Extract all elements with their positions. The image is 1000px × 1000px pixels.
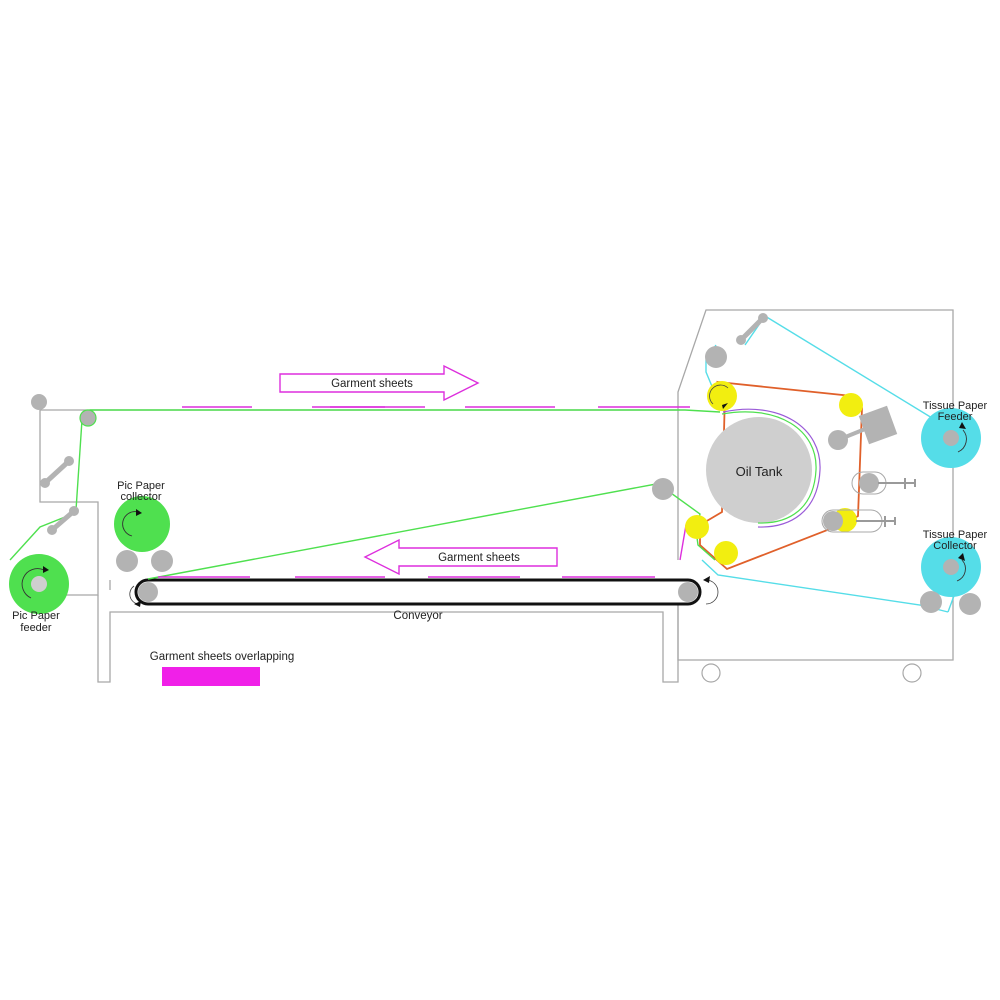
tissue-nip-roller-left xyxy=(920,591,942,613)
garment-sheets-right-arrow-icon xyxy=(279,364,480,402)
pic-paper-feeder-label-line1: Pic Paper xyxy=(12,610,60,622)
pic-paper-top-roller xyxy=(79,409,97,427)
tissue-feeder-arrowhead-icon xyxy=(959,422,966,429)
tissue-paper-collector-label-line1: Tissue Paper xyxy=(923,529,988,541)
heater-roller-top-right xyxy=(839,393,863,417)
pic-paper-collector-roll xyxy=(114,496,170,552)
tension-arm-right xyxy=(736,313,768,345)
pic-paper-collector-arrowhead-icon xyxy=(136,509,142,516)
wheel-left xyxy=(701,663,721,683)
pressure-cylinder-middle xyxy=(851,471,916,495)
heater-roller-left xyxy=(685,515,709,539)
oil-tank-label: Oil Tank xyxy=(736,464,783,479)
tension-arm-lower xyxy=(47,506,79,535)
conveyor-arrow-right-icon xyxy=(703,576,710,583)
pic-paper-feeder-label-line2: feeder xyxy=(20,622,52,634)
tension-arm-upper xyxy=(40,456,74,488)
garment-sheets-left-arrow-icon xyxy=(363,538,558,576)
pic-paper-collector-label-line1: Pic Paper xyxy=(117,480,165,492)
pressure-cylinder-upper xyxy=(828,405,898,450)
conveyor-belt xyxy=(134,578,702,606)
pic-paper-feeder-core xyxy=(31,576,47,592)
garment-sheets-bottom-label: Garment sheets xyxy=(438,552,520,564)
wheel-right xyxy=(902,663,922,683)
tissue-paper-collector-label-line2: Collector xyxy=(933,540,977,552)
tissue-guide-roller-top xyxy=(705,346,727,368)
return-guide-roller xyxy=(652,478,674,500)
tissue-paper-feeder-label-line2: Feeder xyxy=(938,411,973,423)
tissue-feeder-rotation-icon xyxy=(957,429,967,453)
collector-nip-roller-left xyxy=(116,550,138,572)
collector-nip-roller-right xyxy=(151,550,173,572)
oil-tank-drum xyxy=(706,417,812,523)
conveyor-roller-left xyxy=(138,582,158,602)
top-left-guide-roller xyxy=(31,394,47,410)
conveyor-arrow-left-icon xyxy=(134,601,141,607)
right-machine-frame xyxy=(677,309,954,661)
tissue-paper-collector-core xyxy=(943,559,959,575)
conveyor-label: Conveyor xyxy=(393,610,442,622)
heater-roller-arrowhead-icon xyxy=(722,403,728,409)
tissue-nip-roller-right xyxy=(959,593,981,615)
tissue-collector-rotation-icon xyxy=(956,559,966,582)
oil-tank-wrap-green xyxy=(721,411,817,524)
conveyor-roller-right xyxy=(678,582,698,602)
heater-roller-bottom-left xyxy=(714,541,738,565)
tissue-paper-feeder-core xyxy=(943,430,959,446)
pic-paper-collector-label-line2: collector xyxy=(121,491,162,503)
conveyor-rotation-right-icon xyxy=(705,579,719,605)
garment-sheets-bottom xyxy=(158,524,687,578)
pic-paper-path xyxy=(9,409,721,580)
tissue-paper-feeder-label-line1: Tissue Paper xyxy=(923,400,988,412)
pressure-cylinder-lower xyxy=(821,509,896,533)
heater-roller-top-left xyxy=(707,381,737,411)
oil-tank-wrap-lines xyxy=(722,408,821,528)
tissue-collector-arrowhead-icon xyxy=(958,553,965,561)
garment-sheets-top-label: Garment sheets xyxy=(331,378,413,390)
pic-paper-feeder-rotation-icon xyxy=(21,568,45,599)
pic-paper-feeder-arrowhead-icon xyxy=(43,566,49,573)
heater-roller-rotation-icon xyxy=(709,384,729,405)
legend-swatch xyxy=(162,667,260,686)
pic-paper-collector-rotation-icon xyxy=(122,511,139,537)
legend-label: Garment sheets overlapping xyxy=(150,651,294,663)
